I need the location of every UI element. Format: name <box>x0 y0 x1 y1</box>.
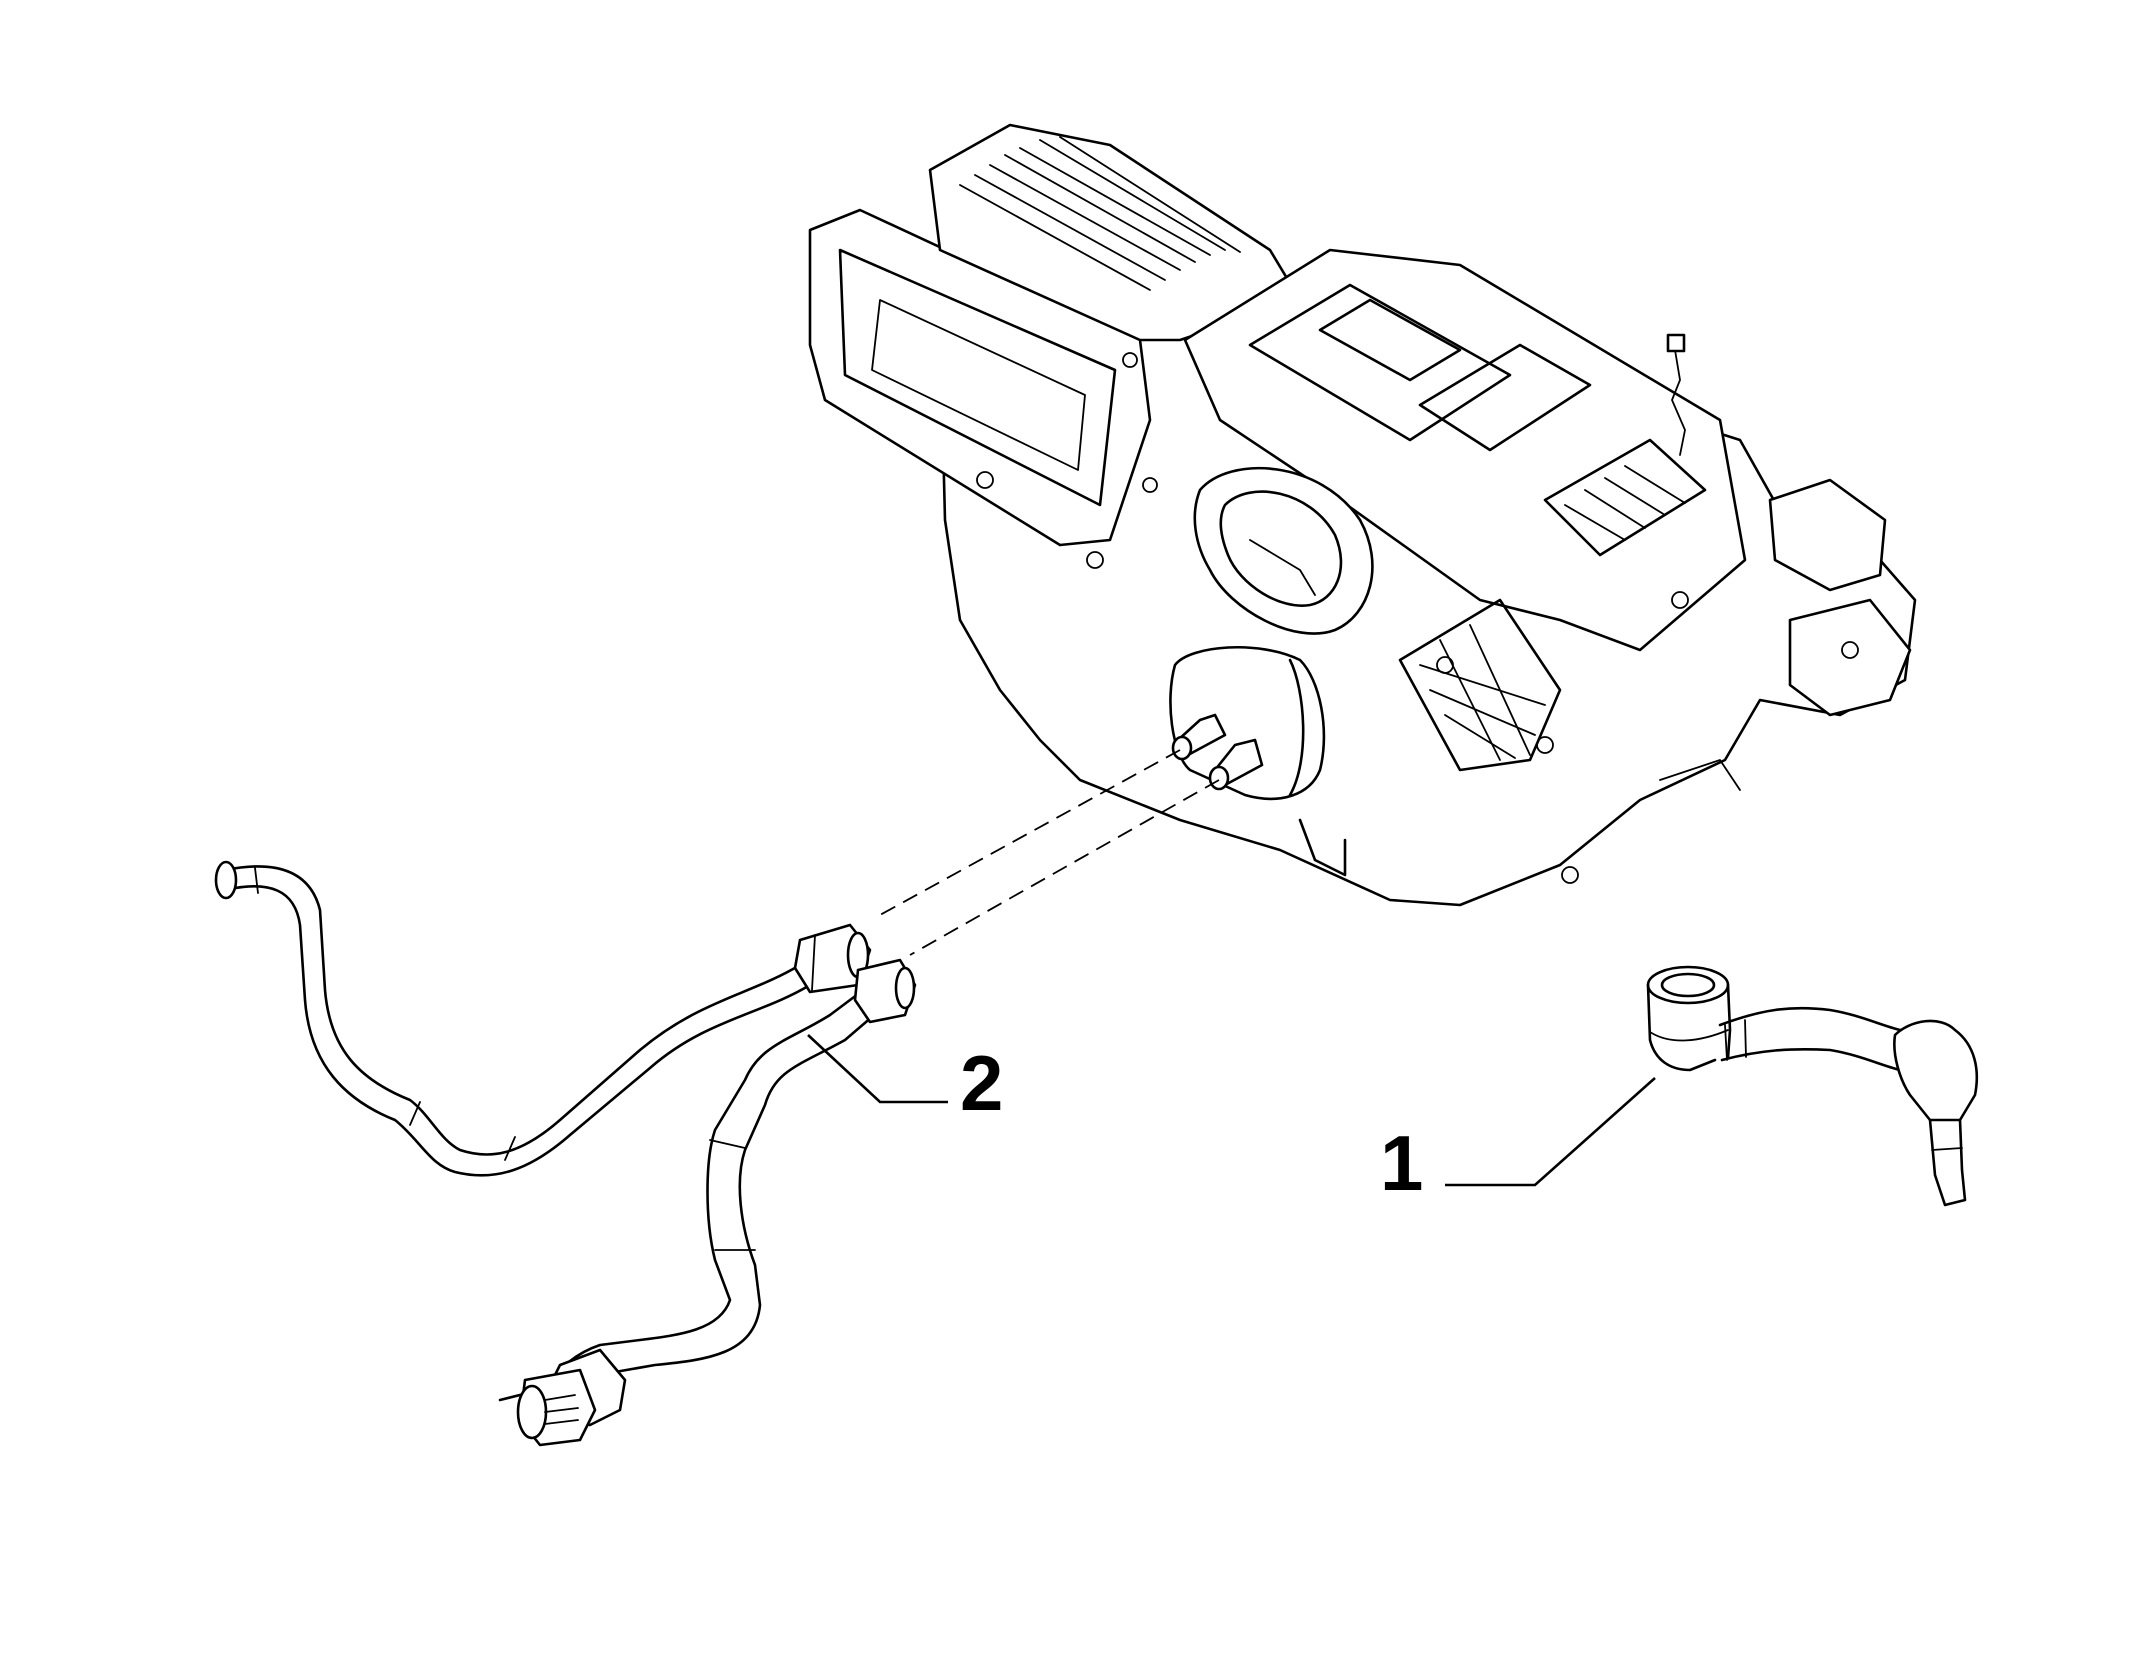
heater-core-pipe-lower <box>1208 738 1264 791</box>
hvac-heater-unit <box>808 123 1917 907</box>
hose-lower <box>498 958 917 1447</box>
heater-core-pipe-upper <box>1171 713 1227 761</box>
heater-hose-pair <box>214 860 917 1447</box>
callout-2-leader <box>807 1034 948 1104</box>
callout-1-leader <box>1445 1077 1656 1187</box>
callout-1: 1 <box>1380 1077 1656 1207</box>
callout-1-number: 1 <box>1380 1119 1423 1207</box>
alignment-dashed-lines <box>879 749 1220 956</box>
heater-hose-single <box>1646 965 1979 1207</box>
callout-2-number: 2 <box>960 1039 1003 1127</box>
callout-2: 2 <box>807 1034 1003 1127</box>
hose-upper <box>214 860 872 1177</box>
